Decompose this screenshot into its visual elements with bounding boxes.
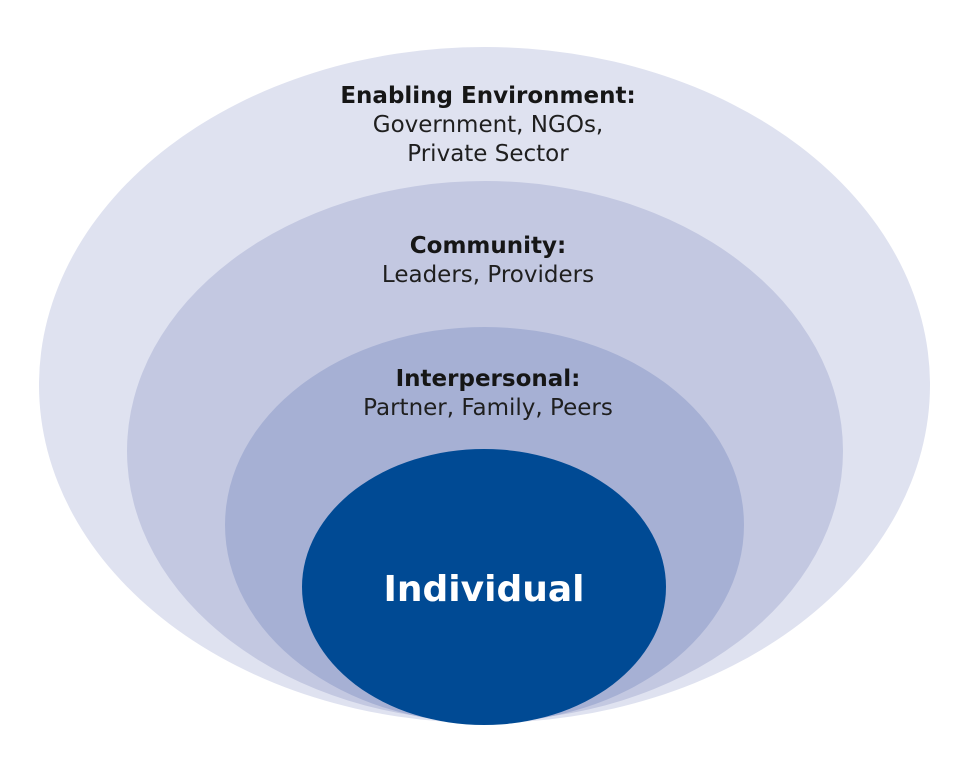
interpersonal-title: Interpersonal: xyxy=(395,366,581,392)
enabling-environment-label: Enabling Environment: Government, NGOs, … xyxy=(288,82,688,169)
enabling-environment-desc-line1: Government, NGOs, xyxy=(372,112,604,138)
interpersonal-label: Interpersonal: Partner, Family, Peers xyxy=(288,365,688,423)
individual-label: Individual xyxy=(383,569,585,610)
enabling-environment-desc-line2: Private Sector xyxy=(407,141,569,167)
enabling-environment-title: Enabling Environment: xyxy=(340,83,636,109)
community-title: Community: xyxy=(409,233,567,259)
community-desc: Leaders, Providers xyxy=(381,262,595,288)
community-label: Community: Leaders, Providers xyxy=(288,232,688,290)
individual-ellipse xyxy=(302,449,666,725)
interpersonal-desc: Partner, Family, Peers xyxy=(363,395,613,421)
